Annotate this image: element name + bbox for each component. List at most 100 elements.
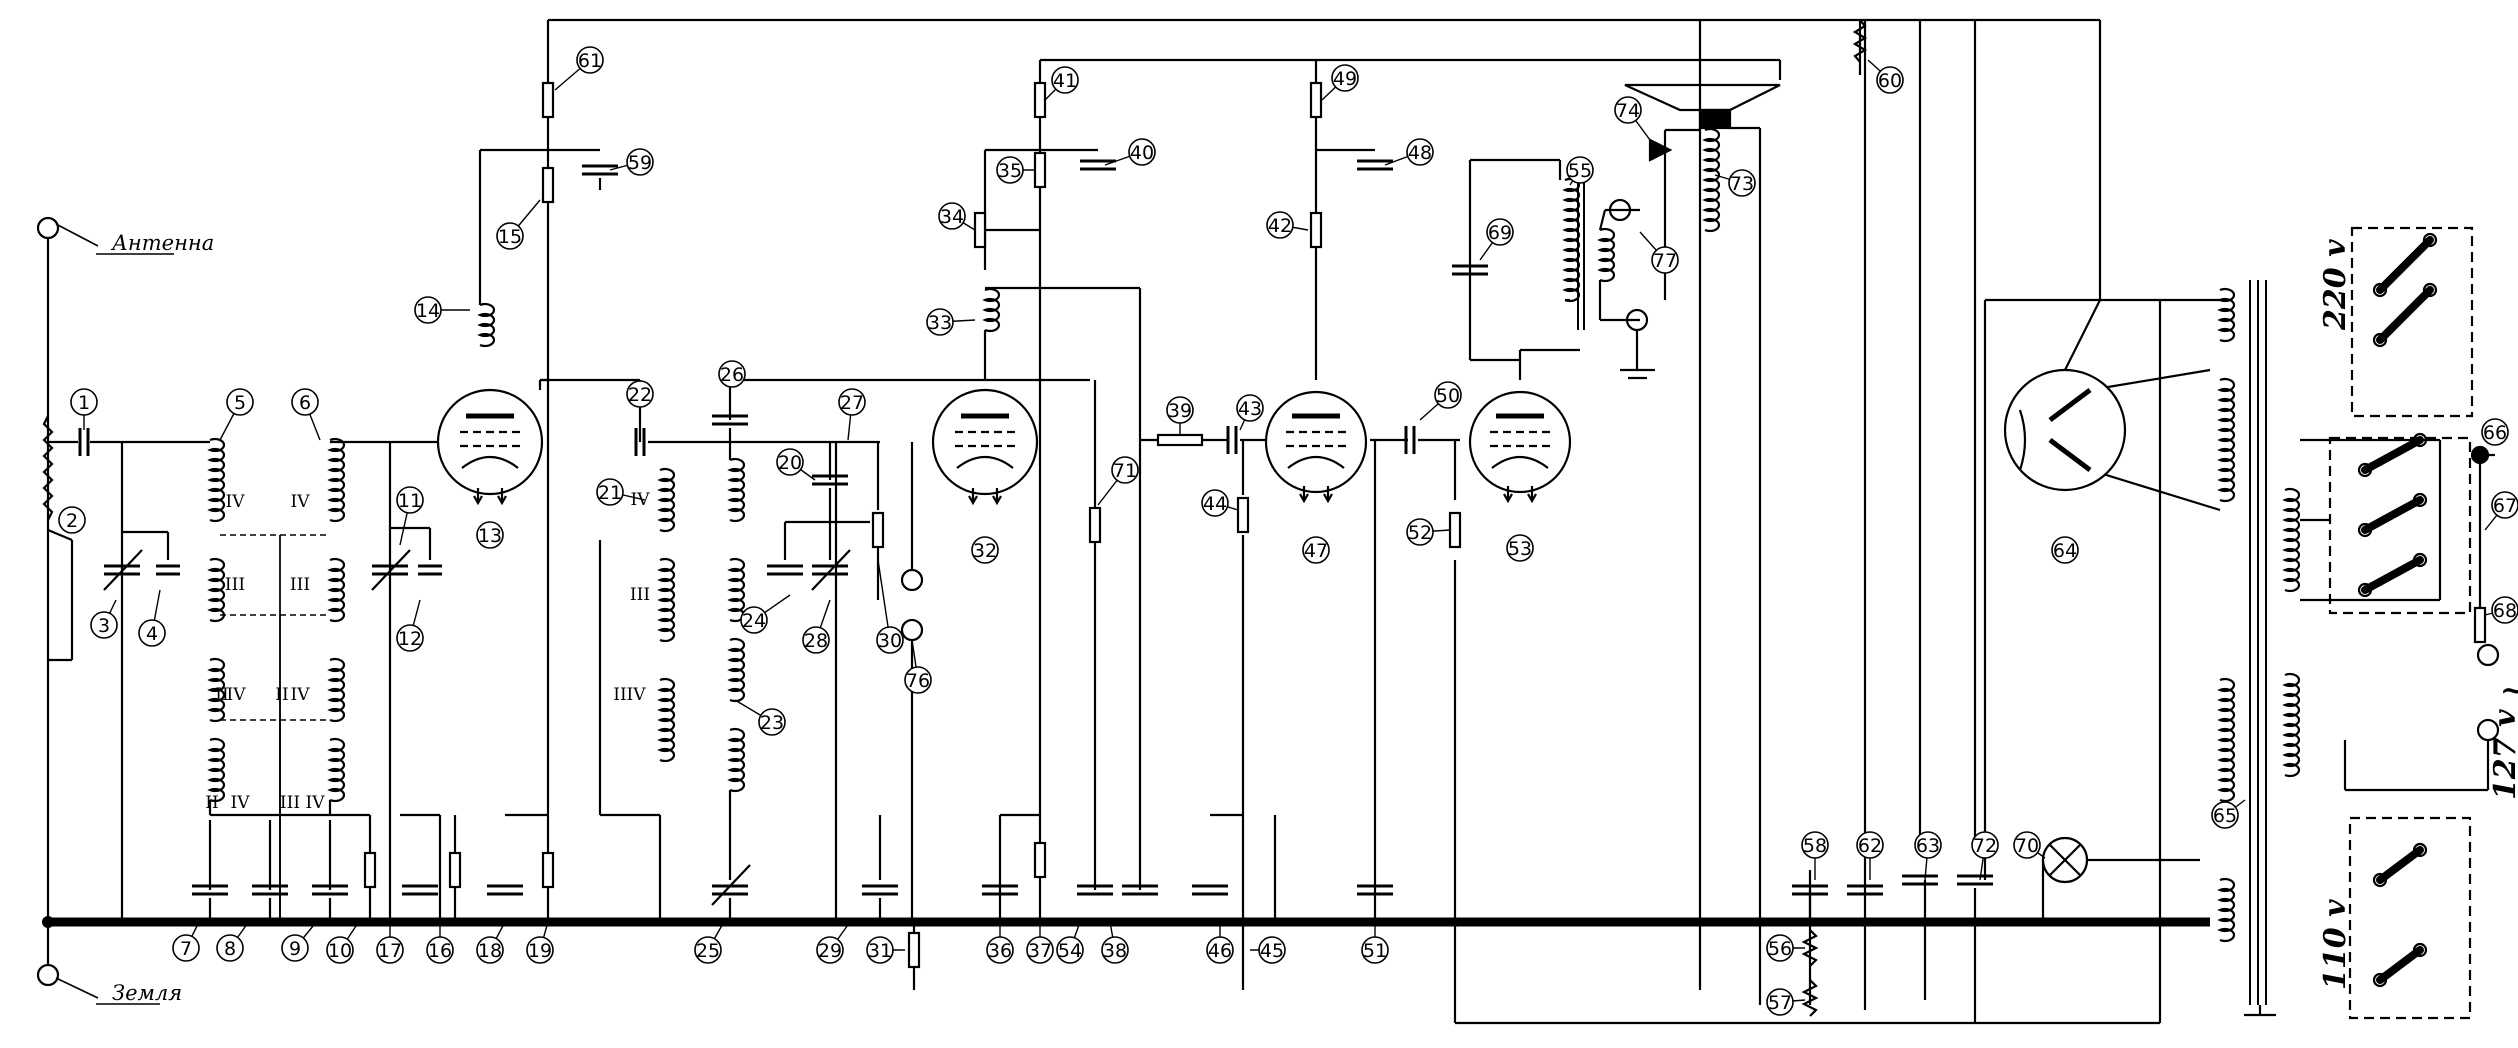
label-number: 6 xyxy=(299,392,311,414)
label-circle xyxy=(376,936,404,964)
label-number: 47 xyxy=(1304,540,1328,562)
component-label-50: 50 xyxy=(1419,381,1462,421)
component-label-42: 42 xyxy=(1266,211,1309,239)
label-number: 39 xyxy=(1168,400,1192,422)
label-number: 14 xyxy=(416,300,440,322)
label-number: 33 xyxy=(928,312,952,334)
voltage-label-127: 127 v xyxy=(2488,709,2518,800)
label-number: 32 xyxy=(973,540,997,562)
label-number: 58 xyxy=(1803,835,1827,857)
label-number: 17 xyxy=(378,940,402,962)
label-circle xyxy=(291,388,319,416)
wiring xyxy=(42,18,2495,1025)
wire xyxy=(47,528,73,542)
label-circle xyxy=(396,486,424,514)
label-circle xyxy=(866,936,894,964)
label-number: 37 xyxy=(1028,940,1052,962)
rf-coil-6c xyxy=(327,657,346,723)
band-mark: IV xyxy=(306,793,326,813)
label-number: 11 xyxy=(398,490,422,512)
label-circle xyxy=(1728,169,1756,197)
label-circle xyxy=(281,934,309,962)
label-circle xyxy=(1206,936,1234,964)
label-circle xyxy=(986,936,1014,964)
switch-contact xyxy=(2422,232,2438,248)
rf-coil-6 xyxy=(327,437,346,523)
label-circle xyxy=(1056,936,1084,964)
ac-symbol: ~ xyxy=(2500,673,2518,708)
label-number: 64 xyxy=(2053,540,2077,562)
label-number: 60 xyxy=(1878,70,1902,92)
label-number: 3 xyxy=(98,615,110,637)
component-label-33: 33 xyxy=(926,308,976,336)
label-circle xyxy=(1361,936,1389,964)
band-mark: III xyxy=(280,793,300,813)
label-circle xyxy=(971,536,999,564)
label-number: 44 xyxy=(1203,493,1227,515)
component-label-56: 56 xyxy=(1766,934,1805,962)
label-circle xyxy=(1266,211,1294,239)
component-label-66: 66 xyxy=(2481,418,2509,446)
component-label-65: 65 xyxy=(2211,799,2246,829)
label-circle xyxy=(1111,456,1139,484)
label-number: 16 xyxy=(428,940,452,962)
label-circle xyxy=(576,46,604,74)
label-number: 43 xyxy=(1238,398,1262,420)
label-number: 34 xyxy=(940,206,964,228)
label-number: 29 xyxy=(818,940,842,962)
switch-contact xyxy=(2422,282,2438,298)
power-transformer-lamp xyxy=(2217,877,2236,943)
label-circle xyxy=(1971,831,1999,859)
component-label-21: 21 xyxy=(596,478,646,506)
resistor xyxy=(541,166,555,204)
label-number: 54 xyxy=(1058,940,1082,962)
component-label-20: 20 xyxy=(776,448,816,481)
vacuum-tube xyxy=(931,388,1039,496)
label-number: 30 xyxy=(878,630,902,652)
label-circle xyxy=(1486,218,1514,246)
label-circle xyxy=(1566,156,1594,184)
component-label-49: 49 xyxy=(1321,64,1359,101)
wire xyxy=(2064,299,2101,371)
switch-contact xyxy=(2412,432,2428,448)
label-circle xyxy=(802,626,830,654)
label-circle xyxy=(876,626,904,654)
label-number: 66 xyxy=(2483,422,2507,444)
label-circle xyxy=(2481,418,2509,446)
label-circle xyxy=(326,936,354,964)
component-label-59: 59 xyxy=(609,148,654,176)
label-circle xyxy=(2013,831,2041,859)
input-coil-5c xyxy=(207,657,226,723)
power-transformer-primary xyxy=(2282,487,2301,593)
rf-coil-6d xyxy=(327,737,346,803)
band-mark: II xyxy=(215,685,228,705)
label-number: 31 xyxy=(868,940,892,962)
arrow xyxy=(992,488,1002,506)
component-label-26: 26 xyxy=(718,360,746,388)
label-circle xyxy=(1801,831,1829,859)
label-circle xyxy=(1128,138,1156,166)
label-number: 40 xyxy=(1130,142,1154,164)
component-label-6: 6 xyxy=(291,388,321,441)
component-label-1: 1 xyxy=(70,388,98,430)
if-coil-21b xyxy=(657,557,676,643)
switch-contact xyxy=(2372,972,2388,988)
resistor xyxy=(2473,606,2487,644)
label-number: 15 xyxy=(498,226,522,248)
label-number: 73 xyxy=(1730,173,1754,195)
label-circle xyxy=(1331,64,1359,92)
label-number: 77 xyxy=(1653,250,1677,272)
component-label-7: 7 xyxy=(172,919,201,962)
label-number: 52 xyxy=(1408,522,1432,544)
wire xyxy=(1598,209,1607,231)
label-circle xyxy=(172,934,200,962)
label-circle xyxy=(58,506,86,534)
band-mark: IV xyxy=(231,793,251,813)
label-circle xyxy=(2491,491,2518,519)
component-label-19: 19 xyxy=(526,921,554,964)
component-label-68: 68 xyxy=(2484,596,2518,624)
component-label-45: 45 xyxy=(1250,936,1286,964)
switch-blade xyxy=(2376,286,2434,344)
label-number: 63 xyxy=(1916,835,1940,857)
